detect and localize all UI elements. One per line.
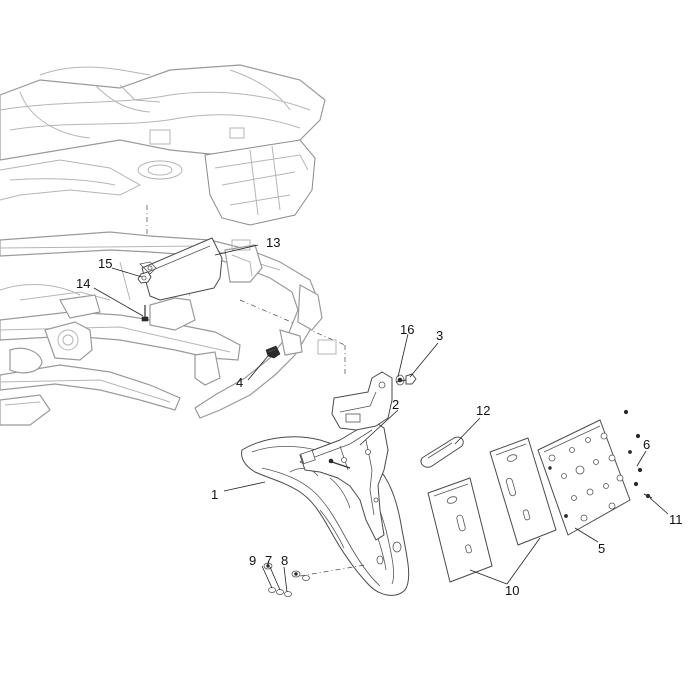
part-3-screw xyxy=(395,373,417,386)
callout-2: 2 xyxy=(392,397,399,412)
callout-16: 16 xyxy=(400,322,414,337)
part-5-plate-mount xyxy=(537,419,631,536)
part-15-nut xyxy=(137,271,152,284)
callout-1: 1 xyxy=(211,487,218,502)
callout-10: 10 xyxy=(505,583,519,598)
callout-6: 6 xyxy=(643,437,650,452)
callout-4: 4 xyxy=(236,375,243,390)
part-4-clip xyxy=(265,345,281,359)
part-14-screw xyxy=(141,305,149,322)
callout-12: 12 xyxy=(476,403,490,418)
callout-7: 7 xyxy=(265,553,272,568)
callout-9: 9 xyxy=(249,553,256,568)
callout-8: 8 xyxy=(281,553,288,568)
callout-labels: 1 2 3 4 5 6 7 8 9 10 11 12 13 14 15 16 xyxy=(76,235,683,598)
part-11-screws xyxy=(643,493,653,499)
callout-14: 14 xyxy=(76,276,90,291)
callout-13: 13 xyxy=(266,235,280,250)
callout-3: 3 xyxy=(436,328,443,343)
part-13-splash-plate xyxy=(139,237,223,301)
part-10-spacer-b xyxy=(489,437,557,546)
tubular-frame xyxy=(0,231,337,426)
part-16-upper-bracket xyxy=(331,371,393,431)
leader-lines xyxy=(93,244,669,593)
upper-frame-storage xyxy=(0,64,326,226)
part-10-spacer-a xyxy=(427,477,493,583)
callout-5: 5 xyxy=(598,541,605,556)
callout-11: 11 xyxy=(669,512,683,527)
part-12-reflector xyxy=(420,436,464,468)
callout-15: 15 xyxy=(98,256,112,271)
part-6-screws xyxy=(623,409,643,487)
